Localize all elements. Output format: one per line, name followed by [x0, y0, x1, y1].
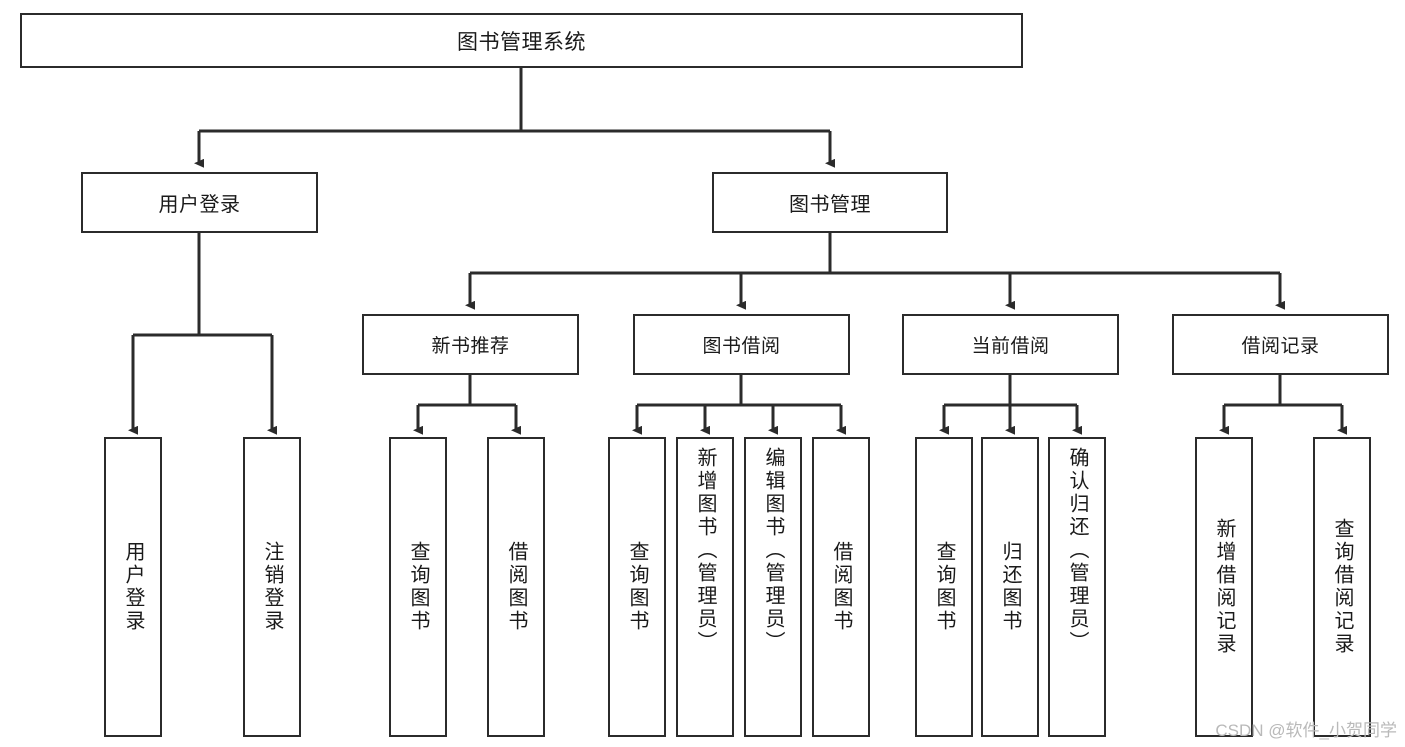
leaf-query-book-borrow[interactable]: 查询图书	[608, 437, 666, 737]
leaf-query-book-recommend[interactable]: 查询图书	[389, 437, 447, 737]
leaf-edit-book-admin[interactable]: 编辑图书（管理员）	[744, 437, 802, 737]
node-label: 新书推荐	[431, 336, 510, 357]
leaf-query-borrow-record[interactable]: 查询借阅记录	[1313, 437, 1371, 737]
node-book-manage[interactable]: 图书管理	[712, 172, 948, 233]
node-label: 归还图书	[999, 541, 1021, 633]
leaf-logout-login[interactable]: 注销登录	[243, 437, 301, 737]
leaf-return-book[interactable]: 归还图书	[981, 437, 1039, 737]
node-label: 图书管理系统	[457, 30, 586, 54]
node-current-borrow[interactable]: 当前借阅	[902, 314, 1119, 375]
leaf-borrow-book[interactable]: 借阅图书	[812, 437, 870, 737]
node-label: 借阅图书	[830, 541, 852, 633]
leaf-borrow-book-recommend[interactable]: 借阅图书	[487, 437, 545, 737]
node-user-login[interactable]: 用户登录	[81, 172, 318, 233]
node-book-borrow[interactable]: 图书借阅	[633, 314, 850, 375]
node-label: 查询图书	[626, 541, 648, 633]
node-label: 查询图书	[933, 541, 955, 633]
node-label: 查询借阅记录	[1331, 518, 1353, 656]
leaf-confirm-return-admin[interactable]: 确认归还（管理员）	[1048, 437, 1106, 737]
node-label: 新增借阅记录	[1213, 518, 1235, 656]
node-root-system[interactable]: 图书管理系统	[20, 13, 1023, 68]
node-label: 注销登录	[261, 541, 283, 633]
leaf-query-book-current[interactable]: 查询图书	[915, 437, 973, 737]
node-borrow-record[interactable]: 借阅记录	[1172, 314, 1389, 375]
node-label: 借阅记录	[1241, 336, 1320, 357]
node-label: 用户登录	[158, 194, 241, 216]
node-label: 查询图书	[407, 541, 429, 633]
node-label: 用户登录	[122, 541, 144, 633]
node-label: 借阅图书	[505, 541, 527, 633]
node-label: 图书管理	[789, 194, 871, 216]
node-label: 当前借阅	[971, 336, 1050, 357]
leaf-add-borrow-record[interactable]: 新增借阅记录	[1195, 437, 1253, 737]
node-new-book-recommend[interactable]: 新书推荐	[362, 314, 579, 375]
node-label: 图书借阅	[702, 336, 781, 357]
node-label: 确认归还（管理员）	[1066, 447, 1088, 654]
node-label: 新增图书（管理员）	[694, 447, 716, 654]
leaf-add-book-admin[interactable]: 新增图书（管理员）	[676, 437, 734, 737]
leaf-user-login[interactable]: 用户登录	[104, 437, 162, 737]
node-label: 编辑图书（管理员）	[762, 447, 784, 654]
